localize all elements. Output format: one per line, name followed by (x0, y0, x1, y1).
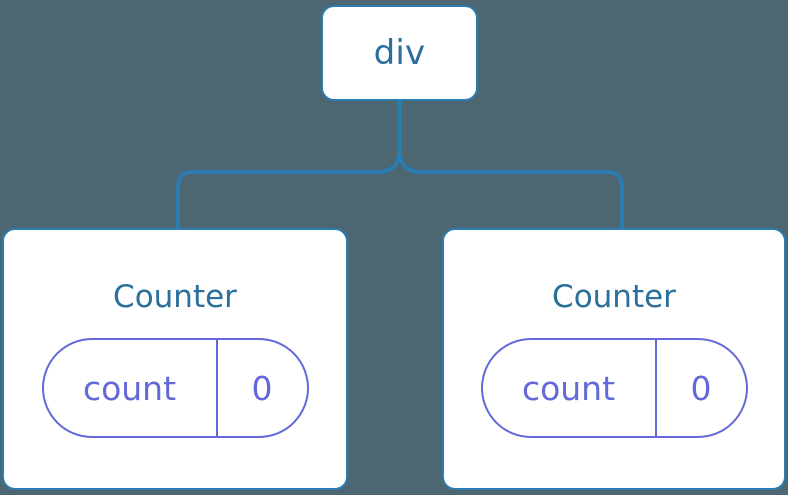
edge-to-right-child (397, 146, 624, 230)
node-title: Counter (552, 279, 676, 315)
state-key: count (44, 340, 218, 436)
node-root-div[interactable]: div (321, 5, 478, 101)
state-value: 0 (251, 368, 273, 408)
state-pill[interactable]: count 0 (480, 338, 748, 438)
state-key: count (483, 340, 657, 436)
state-value: 0 (690, 368, 712, 408)
node-component-counter-2[interactable]: Counter count 0 (442, 228, 786, 490)
node-title: Counter (113, 279, 237, 315)
node-root-label: div (373, 33, 426, 73)
node-component-counter-1[interactable]: Counter count 0 (2, 228, 348, 490)
state-pill[interactable]: count 0 (41, 338, 309, 438)
edge-to-left-child (176, 146, 402, 230)
